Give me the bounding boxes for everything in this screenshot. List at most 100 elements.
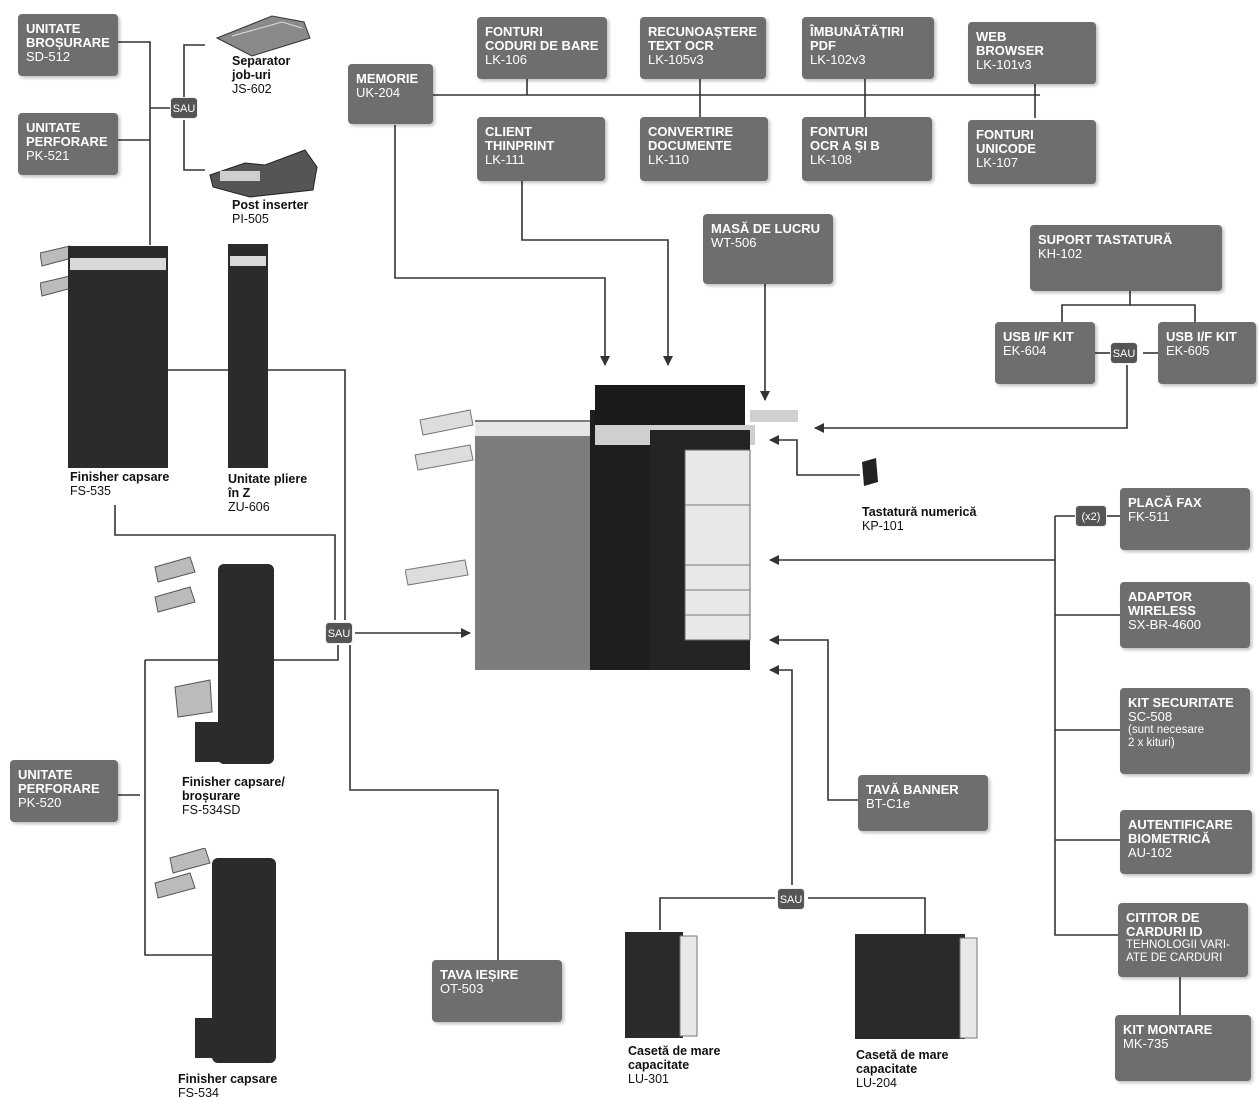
box-label: UNITATE PERFORARE — [26, 120, 108, 149]
box-lk110: CONVERTIRE DOCUMENTE LK-110 — [640, 117, 768, 181]
box-code: EK-605 — [1166, 343, 1210, 358]
box-code: SX-BR-4600 — [1128, 617, 1201, 632]
caption-fs534sd: Finisher capsare/ broșurare FS-534SD — [182, 775, 285, 817]
caption-code: JS-602 — [232, 82, 272, 96]
box-lk111: CLIENT THINPRINT LK-111 — [477, 117, 605, 181]
box-lk108: FONTURI OCR A ȘI B LK-108 — [802, 117, 932, 181]
box-label: TAVA IEȘIRE — [440, 967, 519, 982]
box-ek604: USB I/F KIT EK-604 — [995, 322, 1095, 384]
box-code: PK-520 — [18, 795, 62, 810]
box-code: LK-107 — [976, 155, 1018, 170]
box-lk101: WEB BROWSER LK-101v3 — [968, 22, 1096, 84]
caption-label: Casetă de mare capacitate — [856, 1048, 949, 1076]
caption-lu301: Casetă de mare capacitate LU-301 — [628, 1044, 720, 1086]
caption-fs534: Finisher capsare FS-534 — [178, 1072, 277, 1100]
box-label: PLACĂ FAX — [1128, 495, 1202, 510]
box-label: RECUNOAȘTERE TEXT OCR — [648, 24, 758, 53]
box-label: USB I/F KIT — [1003, 329, 1074, 344]
box-label: FONTURI UNICODE — [976, 127, 1036, 156]
box-label: MEMORIE — [356, 71, 419, 86]
box-code: PK-521 — [26, 148, 70, 163]
box-fk511: PLACĂ FAX FK-511 — [1120, 488, 1250, 550]
caption-label: Unitate pliere în Z — [228, 472, 308, 500]
caption-label: Finisher capsare — [178, 1072, 278, 1086]
box-code: OT-503 — [440, 981, 484, 996]
box-wt506: MASĂ DE LUCRU WT-506 — [703, 214, 833, 284]
box-code: WT-506 — [711, 235, 757, 250]
box-pk520: UNITATE PERFORARE PK-520 — [10, 760, 118, 822]
box-lk107: FONTURI UNICODE LK-107 — [968, 120, 1096, 184]
box-code: LK-106 — [485, 52, 527, 67]
box-sxbr: ADAPTOR WIRELESS SX-BR-4600 — [1120, 582, 1250, 648]
box-label: TAVĂ BANNER — [866, 782, 959, 797]
sau-connector: SAU — [1110, 342, 1138, 364]
box-label: KIT SECURITATE — [1128, 695, 1234, 710]
caption-label: Finisher capsare/ broșurare — [182, 775, 285, 803]
caption-code: KP-101 — [862, 519, 904, 533]
finisher-fs534-image — [154, 848, 276, 1063]
box-btc1e: TAVĂ BANNER BT-C1e — [858, 775, 988, 831]
box-sc508: KIT SECURITATE SC-508 (sunt necesare 2 x… — [1120, 688, 1250, 774]
caption-code: FS-534 — [178, 1086, 219, 1100]
caption-js602: Separator job-uri JS-602 — [232, 54, 290, 96]
box-label: FONTURI CODURI DE BARE — [485, 24, 599, 53]
caption-label: Finisher capsare — [70, 470, 170, 484]
box-label: MASĂ DE LUCRU — [711, 221, 821, 236]
box-label: WEB BROWSER — [976, 29, 1044, 58]
caption-lu204: Casetă de mare capacitate LU-204 — [856, 1048, 948, 1090]
box-kh102: SUPORT TASTATURĂ KH-102 — [1030, 225, 1222, 291]
box-ek605: USB I/F KIT EK-605 — [1158, 322, 1256, 384]
box-pk521: UNITATE PERFORARE PK-521 — [18, 113, 118, 175]
box-note: (sunt necesare 2 x kituri) — [1128, 724, 1205, 749]
box-label: ADAPTOR WIRELESS — [1128, 589, 1196, 618]
box-code: FK-511 — [1128, 509, 1170, 524]
caption-code: FS-534SD — [182, 803, 241, 817]
finisher-fs535-image — [40, 245, 168, 468]
post-inserter-image — [209, 149, 318, 198]
box-note: TEHNOLOGII VARI- ATE DE CARDURI — [1126, 939, 1230, 964]
box-label: FONTURI OCR A ȘI B — [810, 124, 880, 153]
sau-connector: SAU — [170, 97, 198, 119]
box-code: LK-101v3 — [976, 57, 1032, 72]
box-code: LK-110 — [648, 152, 689, 167]
box-sd512: UNITATE BROȘURARE SD-512 — [18, 14, 118, 76]
caption-label: Tastatură numerică — [862, 505, 977, 519]
caption-label: Casetă de mare capacitate — [628, 1044, 721, 1072]
z-fold-unit-image — [228, 244, 268, 468]
numeric-keypad-image — [862, 458, 878, 486]
box-mk735: KIT MONTARE MK-735 — [1115, 1015, 1251, 1081]
box-code: BT-C1e — [866, 796, 911, 811]
caption-fs535: Finisher capsare FS-535 — [70, 470, 169, 498]
cassette-lu301-image — [625, 932, 698, 1038]
caption-label: Separator job-uri — [232, 54, 291, 82]
caption-zu606: Unitate pliere în Z ZU-606 — [228, 472, 307, 514]
box-label: CLIENT THINPRINT — [485, 124, 555, 153]
box-label: UNITATE BROȘURARE — [26, 21, 110, 50]
box-code: AU-102 — [1128, 845, 1173, 860]
box-ot503: TAVA IEȘIRE OT-503 — [432, 960, 562, 1022]
sau-connector: SAU — [777, 888, 805, 910]
caption-pi505: Post inserter PI-505 — [232, 198, 308, 226]
box-label: SUPORT TASTATURĂ — [1038, 232, 1173, 247]
box-code: UK-204 — [356, 85, 401, 100]
box-code: LK-102v3 — [810, 52, 866, 67]
box-label: KIT MONTARE — [1123, 1022, 1213, 1037]
box-code: LK-108 — [810, 152, 852, 167]
caption-kp101: Tastatură numerică KP-101 — [862, 505, 976, 533]
caption-label: Post inserter — [232, 198, 309, 212]
box-label: UNITATE PERFORARE — [18, 767, 100, 796]
box-code: SD-512 — [26, 49, 71, 64]
box-label: ÎMBUNĂTĂȚIRI PDF — [810, 24, 904, 53]
box-lk105: RECUNOAȘTERE TEXT OCR LK-105v3 — [640, 17, 766, 79]
box-code: LK-105v3 — [648, 52, 704, 67]
caption-code: LU-204 — [856, 1076, 897, 1090]
box-code: MK-735 — [1123, 1036, 1169, 1051]
box-uk204: MEMORIE UK-204 — [348, 64, 433, 124]
box-label: AUTENTIFICARE BIOMETRICĂ — [1128, 817, 1233, 846]
box-label: CITITOR DE CARDURI ID — [1126, 910, 1203, 939]
box-label: CONVERTIRE DOCUMENTE — [648, 124, 734, 153]
job-separator-image — [215, 15, 311, 57]
caption-code: ZU-606 — [228, 500, 270, 514]
box-code: LK-111 — [485, 152, 525, 167]
